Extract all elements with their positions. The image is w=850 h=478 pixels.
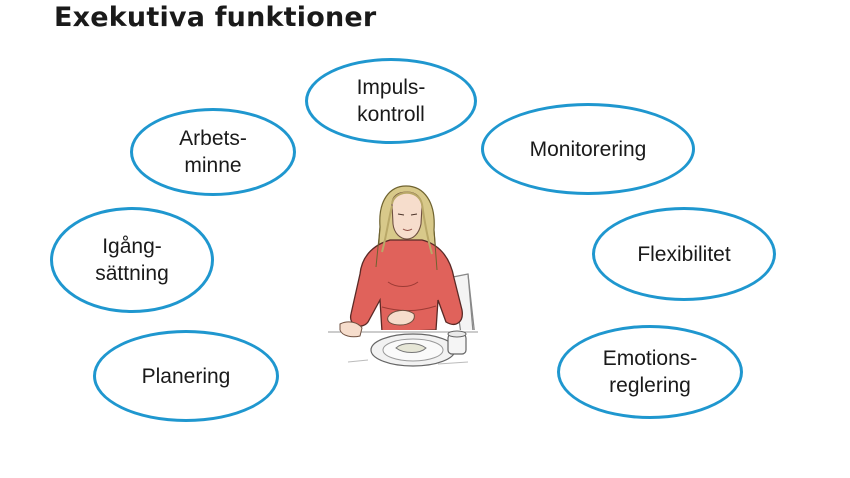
bubble-emotionsreglering: Emotions- reglering xyxy=(557,325,743,419)
bubble-igangsattning: Igång- sättning xyxy=(50,207,214,313)
page-title: Exekutiva funktioner xyxy=(54,2,377,33)
bubble-flexibilitet: Flexibilitet xyxy=(592,207,776,301)
bubble-monitorering: Monitorering xyxy=(481,103,695,195)
bubble-arbetsminne: Arbets- minne xyxy=(130,108,296,196)
person-illustration xyxy=(328,185,478,372)
bubble-impulskontroll: Impuls- kontroll xyxy=(305,58,477,144)
bubble-planering: Planering xyxy=(93,330,279,422)
